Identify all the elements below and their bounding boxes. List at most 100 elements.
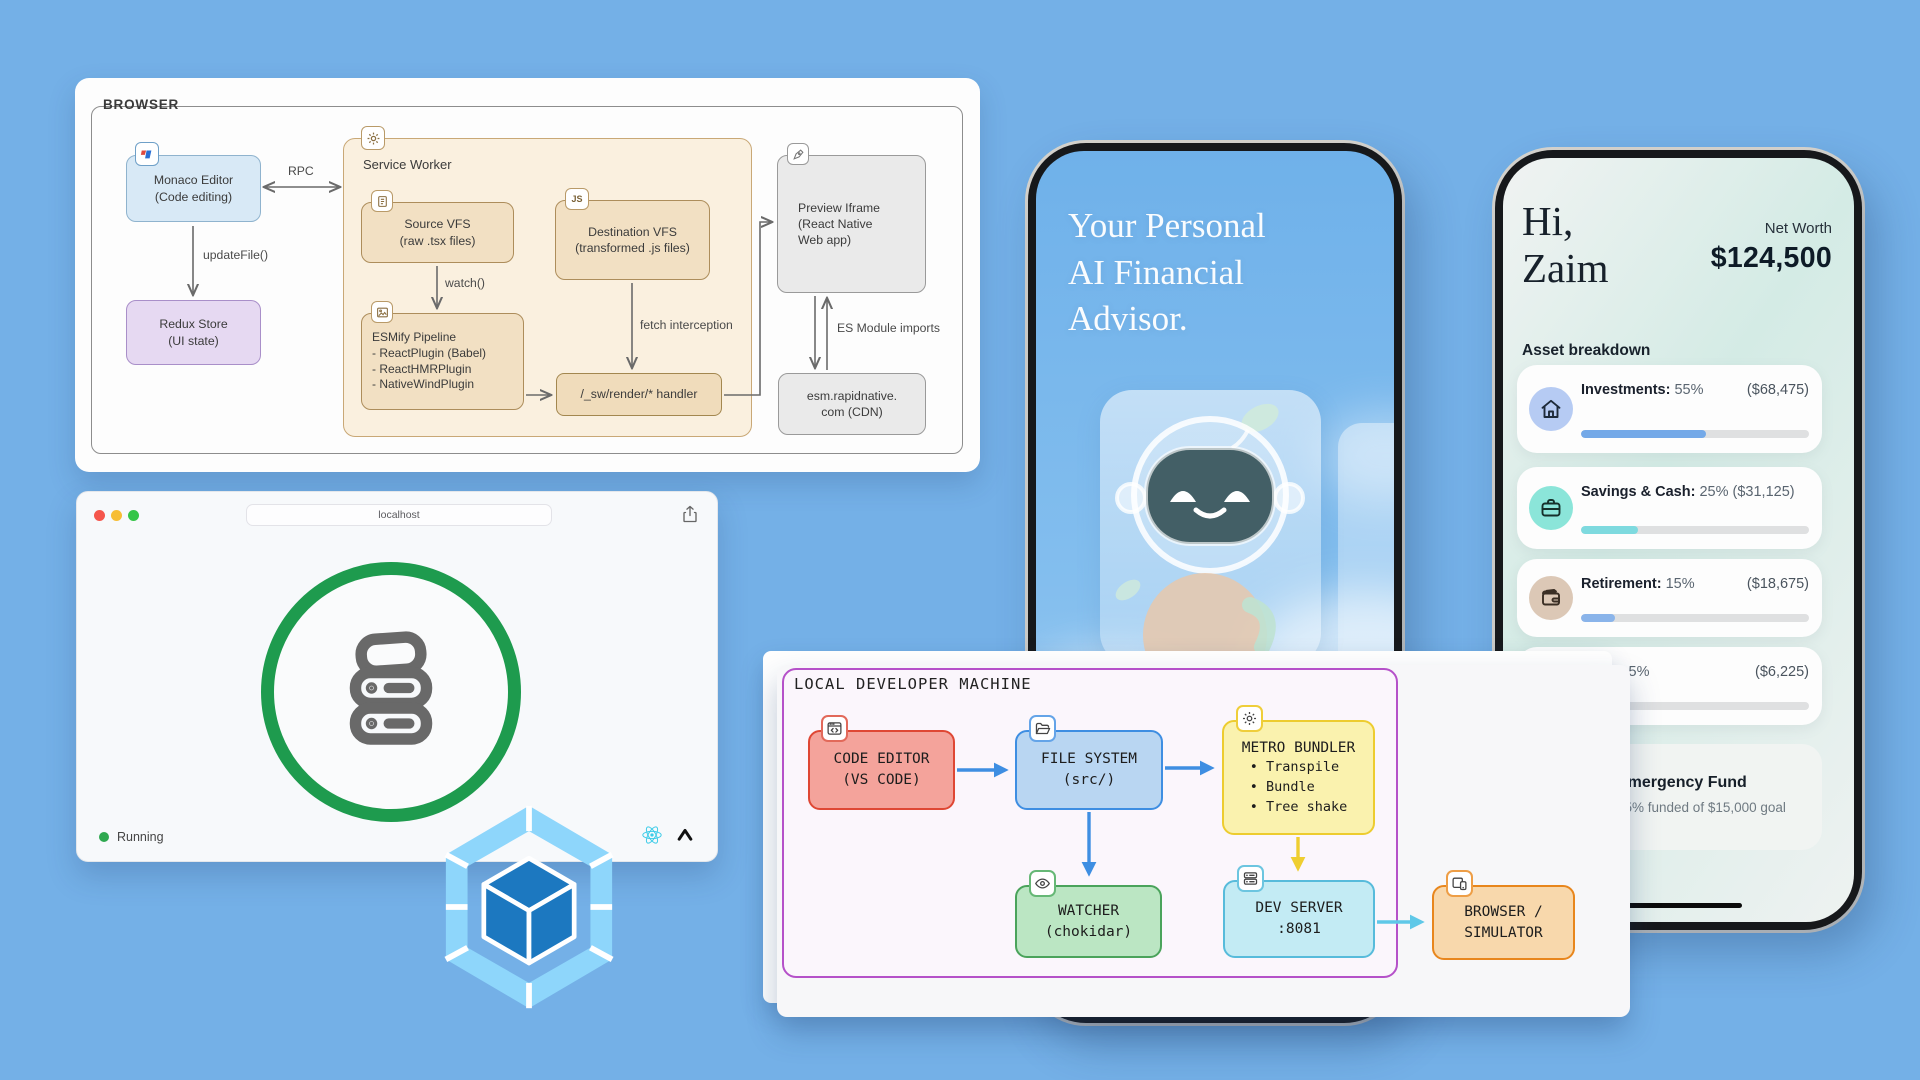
headline-line3: Advisor. (1068, 299, 1188, 339)
status-dot (99, 832, 109, 842)
maximize-window-button[interactable] (128, 510, 139, 521)
robot-mascot-illustration (1115, 403, 1305, 665)
asset-pct: 25% (1699, 484, 1729, 500)
file-system-line1: FILE SYSTEM (1040, 751, 1138, 768)
asset-label: Investments: (1581, 382, 1671, 398)
wallet-icon (1529, 576, 1573, 620)
greeting-name: Zaim (1522, 245, 1609, 292)
watcher-line1: WATCHER (1057, 902, 1120, 919)
phone-mockup-dashboard: Hi, Zaim Net Worth $124,500 Asset breakd… (1495, 150, 1862, 930)
phone-mockup-advisor: Your Personal AI Financial Advisor. (1028, 143, 1402, 1023)
watcher-node: WATCHER (chokidar) (1015, 885, 1162, 958)
asset-pct: 55% (1674, 382, 1704, 398)
metro-title: METRO BUNDLER (1241, 739, 1356, 756)
dev-machine-card: LOCAL DEVELOPER MACHINE CODE EDITOR (VS … (763, 651, 1630, 1017)
cdn-node: esm.rapidnative. com (CDN) (778, 373, 926, 435)
preview-line1: Preview Iframe (798, 200, 881, 215)
code-window-icon (821, 715, 848, 742)
esmify-item2: - ReactHMRPlugin (372, 361, 472, 376)
server-icon (1237, 865, 1264, 892)
preview-browser-window: localhost Running (76, 491, 718, 862)
redux-store-node: Redux Store (UI state) (126, 300, 261, 365)
updatefile-edge-label: updateFile() (203, 248, 269, 262)
preview-line2: (React Native (798, 216, 873, 231)
minimize-window-button[interactable] (111, 510, 122, 521)
metro-item2: • Bundle (1249, 779, 1315, 795)
dest-vfs-line1: Destination VFS (588, 224, 677, 239)
redux-line2: (UI state) (168, 333, 219, 348)
gear-icon (1236, 705, 1263, 732)
greeting-text: Hi, Zaim (1522, 198, 1609, 292)
asset-row-retirement[interactable]: Retirement: 15%($18,675) (1517, 559, 1822, 637)
asset-row-savings[interactable]: Savings & Cash: 25% ($31,125) (1517, 467, 1822, 549)
phone1-headline: Your Personal AI Financial Advisor. (1068, 203, 1266, 343)
source-vfs-node: Source VFS (raw .tsx files) (361, 202, 514, 263)
asset-pct: 15% (1665, 576, 1695, 592)
browser-sim-line2: SIMULATOR (1464, 924, 1543, 941)
esmify-item1: - ReactPlugin (Babel) (372, 345, 487, 360)
watcher-line2: (chokidar) (1044, 923, 1133, 940)
address-bar[interactable]: localhost (246, 504, 552, 526)
net-worth-value: $124,500 (1710, 242, 1832, 274)
progress-track (1581, 526, 1809, 534)
folder-icon (1029, 715, 1056, 742)
sw-render-handler-node: /_sw/render/* handler (556, 373, 722, 416)
headline-line1: Your Personal (1068, 206, 1266, 245)
url-text: localhost (378, 509, 420, 521)
cdn-line2: com (CDN) (821, 405, 883, 419)
net-worth-label: Net Worth (1764, 220, 1832, 237)
progress-fill (1581, 614, 1616, 622)
destination-vfs-node: Destination VFS (transformed .js files) (555, 200, 710, 280)
pen-icon (787, 143, 809, 165)
browser-simulator-node: BROWSER / SIMULATOR (1432, 885, 1575, 960)
progress-track (1581, 430, 1809, 438)
devices-icon (1446, 870, 1473, 897)
phone1-screen: Your Personal AI Financial Advisor. (1036, 151, 1394, 1015)
esmify-pipeline-node: ESMify Pipeline - ReactPlugin (Babel) - … (361, 313, 524, 410)
metro-bundler-node: METRO BUNDLER • Transpile • Bundle • Tre… (1222, 720, 1375, 835)
js-icon: JS (565, 188, 589, 210)
briefcase-icon (1529, 486, 1573, 530)
preview-line3: Web app) (798, 233, 852, 248)
cdn-line1: esm.rapidnative. (806, 388, 898, 403)
dev-server-line2: :8081 (1277, 921, 1321, 937)
window-footer: Running (77, 823, 717, 851)
share-icon[interactable] (681, 504, 699, 529)
progress-fill (1581, 430, 1707, 438)
dev-server-node: DEV SERVER :8081 (1223, 880, 1375, 958)
service-worker-label: Service Worker (363, 157, 452, 172)
redux-line1: Redux Store (159, 317, 228, 332)
monaco-line2: (Code editing) (154, 189, 233, 204)
net-worth-block: Net Worth $124,500 (1711, 220, 1832, 275)
image-icon (371, 301, 393, 323)
es-module-edge-label: ES Module imports (837, 321, 940, 335)
file-icon (371, 190, 393, 212)
code-editor-node: CODE EDITOR (VS CODE) (808, 730, 955, 810)
asset-amount: ($31,125) (1732, 484, 1795, 500)
metro-item1: • Transpile (1249, 759, 1340, 776)
dest-vfs-line2: (transformed .js files) (575, 241, 690, 255)
status-text: Running (117, 830, 164, 844)
asset-row-investments[interactable]: Investments: 55% ($68,475) (1517, 365, 1822, 453)
rpc-edge-label: RPC (288, 164, 314, 178)
webpack-logo (444, 805, 614, 1009)
preview-iframe-node: Preview Iframe (React Native Web app) (777, 155, 926, 293)
headline-line2: AI Financial (1068, 252, 1244, 292)
react-icon[interactable] (641, 824, 663, 851)
close-window-button[interactable] (94, 510, 105, 521)
browser-boundary-label: BROWSER (103, 97, 180, 112)
esmify-item3: - NativeWindPlugin (372, 377, 475, 392)
progress-fill (1581, 526, 1638, 534)
progress-track (1581, 614, 1809, 622)
asset-breakdown-heading: Asset breakdown (1522, 342, 1651, 359)
source-vfs-line2: (raw .tsx files) (399, 233, 476, 248)
emergency-fund-subtitle: 65% funded of $15,000 goal (1617, 800, 1786, 815)
asset-amount: ($18,675) (1746, 576, 1809, 592)
chevron-up-icon[interactable] (675, 825, 695, 850)
asset-amount: ($68,475) (1746, 382, 1809, 398)
file-system-line2: (src/) (1062, 772, 1116, 788)
home-icon (1529, 387, 1573, 431)
metro-item3: • Tree shake (1249, 798, 1348, 815)
monaco-editor-node: Monaco Editor (Code editing) (126, 155, 261, 222)
emergency-fund-title: Emergency Fund (1617, 774, 1747, 791)
